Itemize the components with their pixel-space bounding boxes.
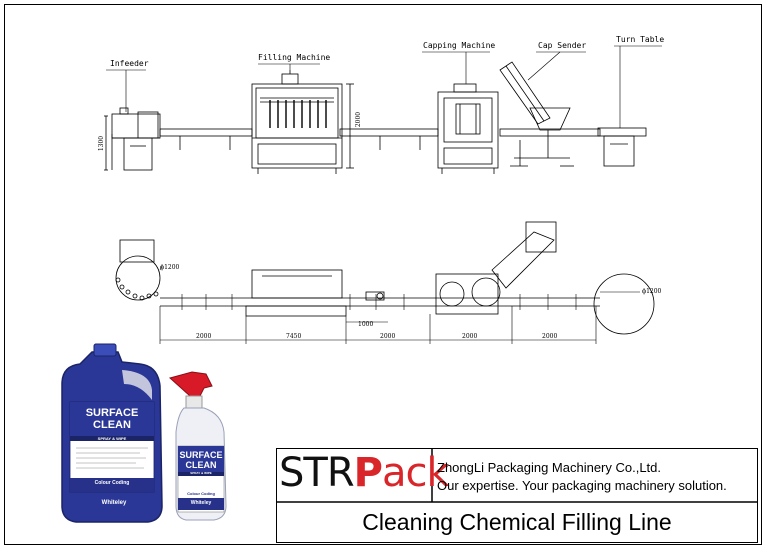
diameter-left: ϕ1200 bbox=[160, 264, 180, 271]
bottle-label-sub: SPRAY & WIPE bbox=[190, 471, 212, 475]
height-dim-1300: 1300 bbox=[98, 135, 106, 152]
filling-machine-label: Filling Machine bbox=[258, 53, 331, 62]
cap-sender-label: Cap Sender bbox=[538, 41, 587, 50]
company-slogan: Our expertise. Your packaging machinery … bbox=[437, 478, 727, 493]
logo-ack: ack bbox=[381, 450, 450, 496]
turn-table-drawing bbox=[597, 127, 647, 167]
jug-label-title-2: CLEAN bbox=[93, 419, 131, 431]
company-name: ZhongLi Packaging Machinery Co.,Ltd. bbox=[437, 460, 662, 475]
length-dim-1: 2000 bbox=[196, 333, 212, 340]
bottle-label-title-1: SURFACE bbox=[179, 450, 223, 460]
line-title: Cleaning Chemical Filling Line bbox=[362, 508, 672, 535]
cap-sender-drawing bbox=[499, 61, 574, 167]
capping-machine-label: Capping Machine bbox=[423, 41, 496, 50]
infeeder-label: Infeeder bbox=[110, 59, 149, 68]
filling-machine-drawing bbox=[251, 70, 354, 174]
plan-filling-machine bbox=[245, 269, 347, 317]
jug-colour-band: Colour Coding bbox=[94, 480, 130, 486]
detergent-jug-image bbox=[61, 343, 163, 523]
spray-bottle-image bbox=[168, 371, 227, 521]
plan-conveyor-ticks bbox=[181, 294, 577, 310]
length-dim-4: 2000 bbox=[380, 333, 396, 340]
leader-lines bbox=[106, 45, 662, 128]
turn-table-label: Turn Table bbox=[616, 35, 665, 44]
logo-p: P bbox=[353, 450, 383, 496]
length-dim-3: 1000 bbox=[358, 321, 374, 328]
infeeder-drawing bbox=[104, 107, 161, 171]
height-dim-2000: 2000 bbox=[355, 111, 363, 128]
jug-label-title-1: SURFACE bbox=[85, 407, 139, 419]
plan-conveyor bbox=[160, 297, 600, 307]
bottle-colour-band: Colour Coding bbox=[187, 491, 215, 496]
title-block bbox=[276, 448, 758, 543]
plan-dimension-lines bbox=[159, 265, 640, 344]
length-dim-5: 2000 bbox=[462, 333, 478, 340]
jug-label-sub: SPRAY & WIPE bbox=[97, 436, 127, 441]
plan-turn-table-right bbox=[593, 273, 655, 335]
plan-capping-machine bbox=[435, 221, 557, 315]
side-conveyor bbox=[159, 128, 601, 150]
filling-nozzles bbox=[269, 100, 327, 128]
jug-brand: Whiteley bbox=[101, 500, 127, 506]
length-dim-6: 2000 bbox=[542, 333, 558, 340]
capping-machine-drawing bbox=[437, 83, 499, 174]
bottle-label-title-2: CLEAN bbox=[185, 460, 217, 470]
logo-str: STR bbox=[279, 450, 355, 496]
length-dim-2: 7450 bbox=[286, 333, 302, 340]
diameter-right: ϕ1200 bbox=[642, 288, 662, 295]
bottle-brand: Whiteley bbox=[190, 500, 212, 506]
page-frame bbox=[4, 4, 762, 545]
plan-motor bbox=[365, 291, 385, 301]
plan-turn-table-left bbox=[115, 239, 161, 301]
